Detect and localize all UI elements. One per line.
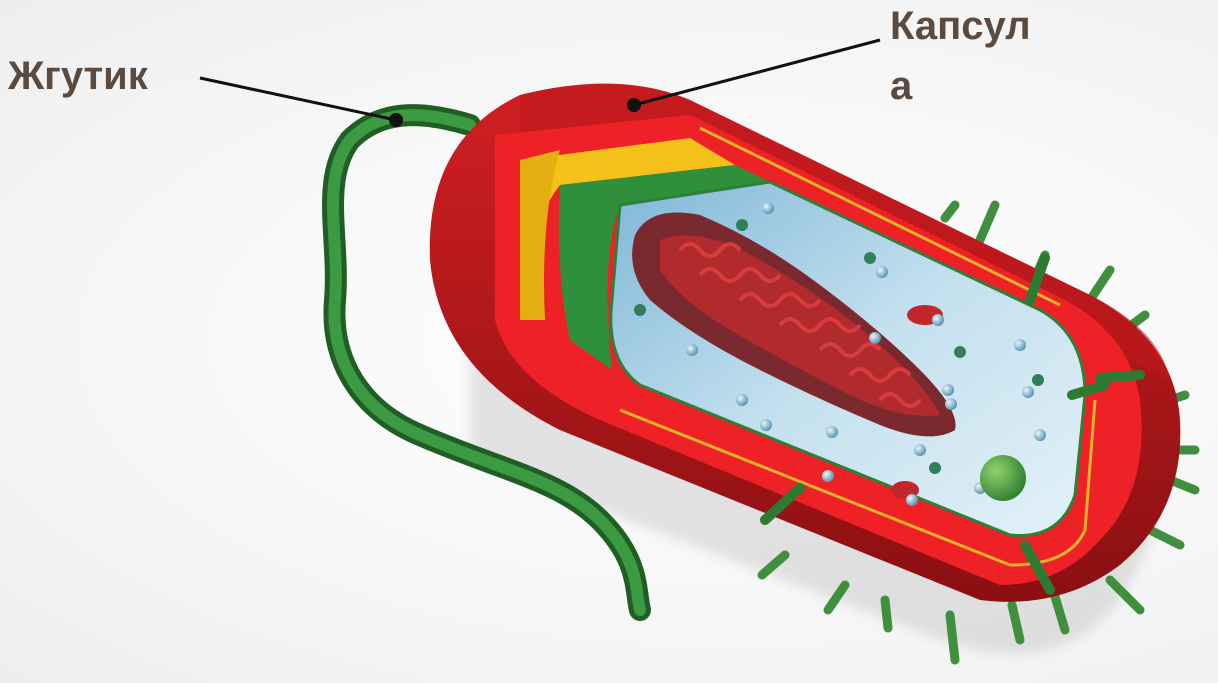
capsule-label-line1: Капсул xyxy=(890,2,1031,50)
capsule-label-line2: а xyxy=(890,62,1031,110)
capsule-label: Капсул а xyxy=(890,2,1031,110)
flagellum-label: Жгутик xyxy=(8,52,148,100)
inclusion-body xyxy=(980,455,1026,501)
